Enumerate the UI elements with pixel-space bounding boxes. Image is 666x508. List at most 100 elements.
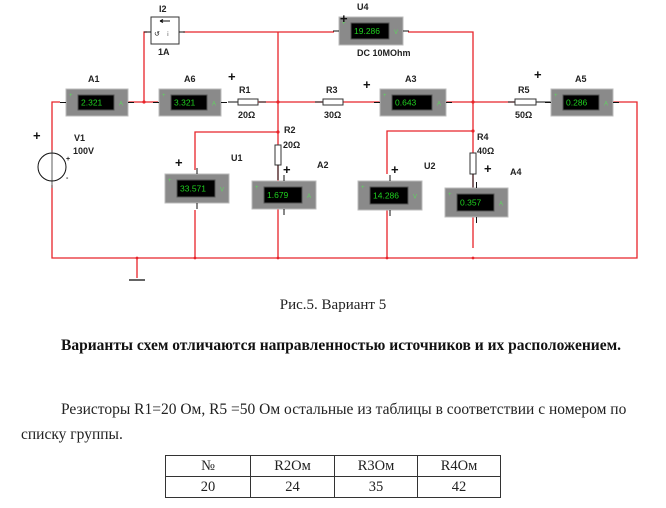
wire-bottom-loop: [51, 101, 638, 259]
v1-terminal-minus: -: [66, 175, 69, 182]
i2-name: I2: [159, 4, 167, 14]
meter-terminal-plus: +: [342, 21, 346, 27]
meter-terminal-plus: +: [383, 93, 387, 99]
meter-unit: V: [413, 195, 417, 201]
meter-display: [77, 94, 115, 111]
table-row: 20 24 35 42: [165, 476, 501, 498]
meter-display: [391, 94, 433, 111]
a5-polarity-plus: +: [534, 67, 542, 82]
v1-value: 100V: [73, 146, 94, 156]
i2-value: 1A: [158, 47, 170, 57]
meter-terminal-plus: +: [162, 93, 166, 99]
source-glyph-icon: ⁞: [167, 30, 169, 38]
meter-mode: DC 10MOhm: [357, 48, 411, 58]
table-header-cell: R4Ом: [417, 455, 501, 477]
table-header-cell: R2Ом: [250, 455, 335, 477]
meter-display: [456, 193, 495, 212]
r1-value: 20Ω: [238, 110, 255, 120]
circuit-schematic: + V1 100V + - ↺ ⁞ I2 1A R1 20Ω + R3 30Ω …: [33, 2, 638, 281]
meter-display: [350, 22, 390, 40]
r1-name: R1: [239, 85, 251, 95]
meter-terminal-plus: +: [448, 192, 452, 198]
meter-display: [170, 94, 208, 111]
a2-polarity-plus: +: [283, 162, 291, 177]
r5-name: R5: [518, 85, 530, 95]
meter-unit: A: [499, 202, 503, 208]
refresh-icon: ↺: [154, 30, 160, 38]
meter-terminal-plus: +: [361, 185, 365, 191]
meter-name: A2: [317, 160, 329, 170]
resistor-r1: R1 20Ω +: [228, 69, 266, 120]
wire-v1-top: [51, 101, 60, 152]
r4-name: R4: [477, 132, 489, 142]
resistors-paragraph: Резисторы R1=20 Ом, R5 =50 Ом остальные …: [21, 401, 627, 443]
table-cell: 35: [334, 476, 418, 498]
meter-unit: A: [119, 102, 123, 108]
meter-unit: A: [307, 194, 311, 200]
meter-reading: 0.286: [566, 98, 588, 108]
meter-terminal-plus: +: [69, 93, 73, 99]
v1-terminal-plus: +: [66, 156, 70, 163]
meter-reading: 0.357: [460, 198, 482, 208]
wire-u2-top: [386, 130, 473, 174]
r3-name: R3: [326, 85, 338, 95]
meter-name: U2: [424, 161, 436, 171]
table-cell: 20: [165, 476, 251, 498]
meter-reading: 3.321: [174, 98, 196, 108]
meter-unit: V: [220, 188, 224, 194]
voltage-source-v1: + V1 100V + -: [33, 128, 94, 188]
table-header-cell: №: [165, 455, 251, 477]
meter-display: [263, 186, 303, 204]
meter-reading: 0.643: [395, 98, 417, 108]
meter-terminal-plus: +: [168, 178, 172, 184]
resistor-r2: R2 20Ω +: [274, 125, 300, 180]
meter-unit: V: [394, 30, 398, 36]
resistor-r4: R4 40Ω +: [469, 132, 494, 188]
meter-name: A4: [510, 167, 522, 177]
u1-polarity-plus: +: [175, 155, 183, 170]
meter-unit: A: [212, 102, 216, 108]
r1-polarity-plus: +: [228, 69, 236, 84]
meter-reading: 33.571: [180, 184, 206, 194]
current-source-i2: ↺ ⁞ I2 1A: [144, 4, 185, 57]
resistor-r5: R5 50Ω +: [508, 67, 551, 120]
v1-polarity-plus: +: [33, 128, 41, 143]
table-cell: 42: [417, 476, 501, 498]
wire-i2-left: [143, 31, 147, 102]
resistor-r3: R3 30Ω +: [315, 77, 371, 120]
meter-name: U4: [357, 2, 369, 12]
table-header-cell: R3Ом: [334, 455, 418, 477]
meter-reading: 19.286: [354, 26, 380, 36]
junctions: [135, 100, 475, 260]
r3-value: 30Ω: [324, 110, 341, 120]
r4-value: 40Ω: [477, 146, 494, 156]
wire-u1-top: [194, 131, 278, 170]
voltmeter-u1: 33.571 V + U1: [164, 153, 243, 209]
a4-polarity-plus: +: [484, 161, 492, 176]
meter-name: A1: [88, 74, 100, 84]
r5-value: 50Ω: [515, 110, 532, 120]
table-header-row: № R2Ом R3Ом R4Ом: [165, 455, 501, 477]
a3-polarity-plus: +: [363, 77, 371, 92]
r2-value: 20Ω: [283, 140, 300, 150]
v1-name: V1: [74, 133, 85, 143]
r2-name: R2: [284, 125, 296, 135]
meter-name: A5: [575, 74, 587, 84]
meter-unit: A: [437, 102, 441, 108]
meter-name: U1: [231, 153, 243, 163]
ammeter-a4: 0.357 A + A4: [444, 167, 522, 223]
meter-display: [176, 179, 216, 198]
resistor-values-table: № R2Ом R3Ом R4Ом 20 24 35 42: [165, 455, 501, 498]
meter-display: [562, 94, 600, 111]
figure-caption: Рис.5. Вариант 5: [279, 297, 387, 313]
note-bold-paragraph: Варианты схем отличаются направленностью…: [61, 337, 622, 354]
u2-polarity-plus: +: [391, 162, 399, 177]
meter-terminal-plus: +: [554, 93, 558, 99]
